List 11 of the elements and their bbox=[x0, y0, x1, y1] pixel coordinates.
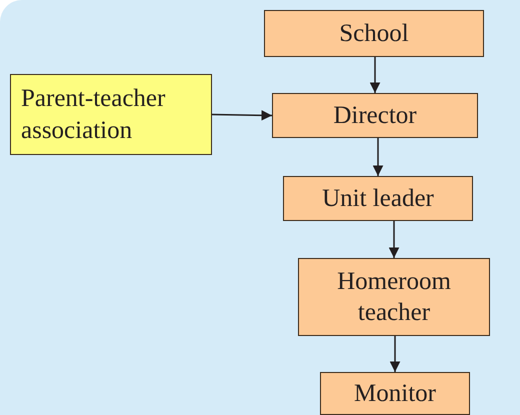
external-box: Parent-teacher association bbox=[10, 74, 212, 155]
role-box: Director bbox=[272, 93, 478, 138]
role-box: Monitor bbox=[320, 372, 470, 415]
role-box: Unit leader bbox=[283, 176, 473, 221]
arrow bbox=[388, 221, 400, 258]
arrow bbox=[212, 110, 272, 121]
arrow bbox=[370, 57, 380, 93]
role-box: Homeroom teacher bbox=[298, 258, 490, 336]
role-box: School bbox=[264, 10, 484, 57]
arrow bbox=[390, 336, 400, 372]
arrow bbox=[372, 138, 384, 176]
